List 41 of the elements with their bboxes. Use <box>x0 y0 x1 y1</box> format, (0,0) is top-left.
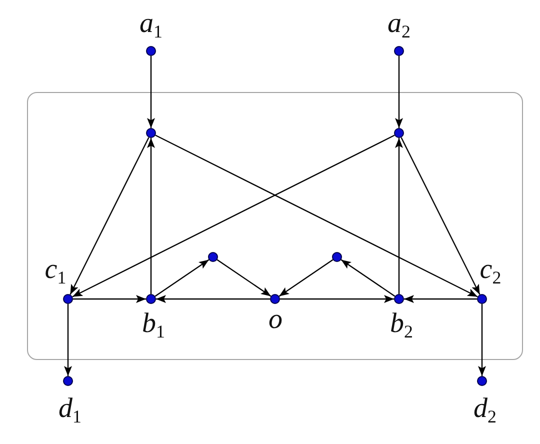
graph-vertex <box>394 294 404 304</box>
rounded-frame <box>27 92 523 360</box>
arrow <box>156 295 270 303</box>
arrow <box>70 137 150 295</box>
arrow <box>280 295 394 303</box>
vertex-label: d$_{2}$ <box>474 395 496 423</box>
arrow <box>278 259 334 297</box>
arrow <box>155 134 478 298</box>
vertex-label: b$_{2}$ <box>390 310 413 338</box>
vertex-label: a$_{1}$ <box>140 10 162 38</box>
arrow <box>404 295 477 303</box>
graph-vertex <box>62 294 72 304</box>
graph-vertex <box>208 252 218 262</box>
arrow <box>147 56 155 128</box>
graph-vertex <box>146 128 156 138</box>
arrow <box>340 259 396 297</box>
arrow <box>147 138 155 294</box>
vertex-label: b$_{1}$ <box>142 310 165 338</box>
graph-vertex <box>476 294 486 304</box>
arrow <box>154 259 210 297</box>
arrow <box>64 304 72 376</box>
arrow <box>478 304 486 376</box>
arrow <box>400 137 480 295</box>
arrow <box>73 295 146 303</box>
graph-vertex <box>63 376 73 386</box>
graph-vertex <box>394 128 404 138</box>
graph-vertex <box>477 376 487 386</box>
arrow <box>395 138 403 294</box>
graph-vertex <box>146 46 156 56</box>
arrow <box>216 259 272 297</box>
graph-vertex <box>270 294 280 304</box>
arrow <box>72 134 395 298</box>
vertex-label: o <box>268 306 282 334</box>
graph-vertex <box>146 294 156 304</box>
graph-vertex <box>332 252 342 262</box>
arrow <box>395 56 403 128</box>
vertex-label: c$_{2}$ <box>480 256 502 284</box>
vertex-label: c$_{1}$ <box>44 256 66 284</box>
vertex-label: a$_{2}$ <box>388 10 410 38</box>
graph-vertex <box>394 46 404 56</box>
vertex-label: d$_{1}$ <box>58 395 82 423</box>
